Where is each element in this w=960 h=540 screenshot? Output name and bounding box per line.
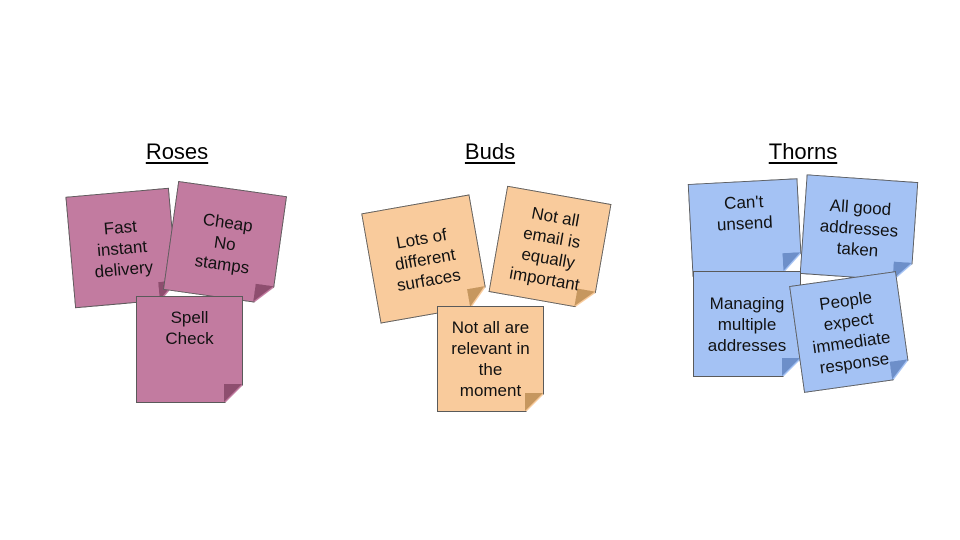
note-fold-corner	[782, 252, 801, 271]
note-fold-corner	[782, 358, 800, 376]
thorns-heading: Thorns	[768, 139, 838, 164]
note-fold-corner	[467, 286, 488, 307]
note-fold-corner	[890, 359, 910, 379]
note-fold-corner	[525, 393, 543, 411]
roses-heading: Roses	[145, 139, 209, 164]
note-fold-corner	[574, 288, 595, 309]
buds-heading: Buds	[464, 139, 516, 164]
note-fold-corner	[224, 384, 242, 402]
note-fold-corner	[253, 284, 273, 304]
